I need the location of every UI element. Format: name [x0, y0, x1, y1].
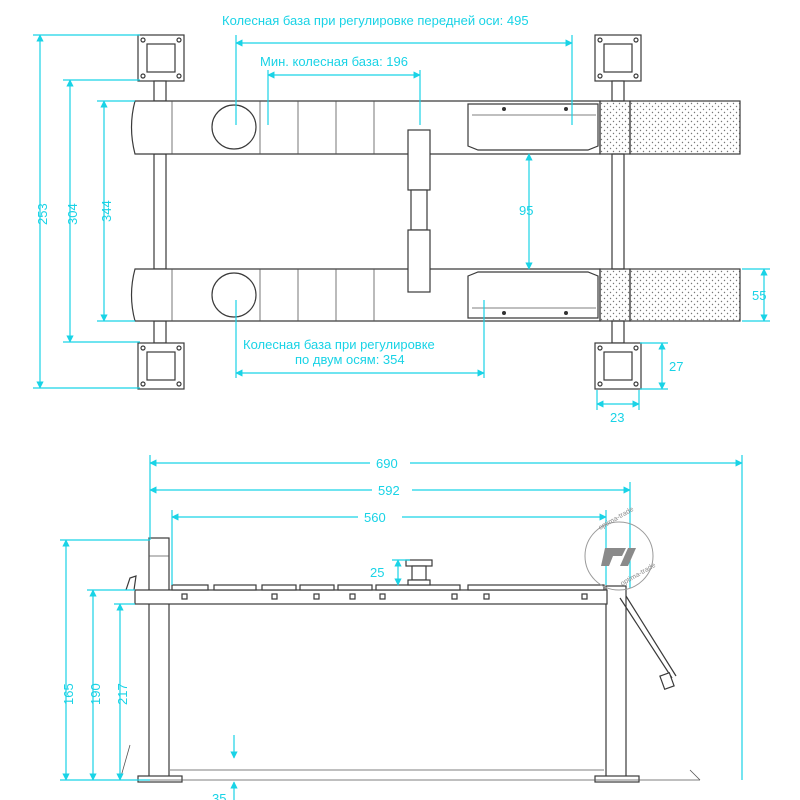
runway-bottom [130, 268, 741, 322]
dim-23 [596, 390, 640, 410]
dim-190-label: 190 [88, 683, 103, 705]
side-platform [125, 575, 608, 605]
dim-55-label: 55 [752, 288, 766, 303]
label-front-axis: Колесная база при регулировке передней о… [222, 13, 529, 28]
dim-front-axis-495 [235, 35, 573, 125]
side-post-left [148, 537, 170, 781]
jacking-beam [407, 129, 431, 293]
dim-304-label: 304 [65, 203, 80, 225]
dim-27-label: 27 [669, 359, 683, 374]
dim-592-label: 592 [378, 483, 400, 498]
dim-217 [114, 603, 135, 781]
dim-min-wheelbase-196 [267, 70, 421, 125]
dim-165 [60, 539, 150, 781]
side-post-right [605, 585, 627, 781]
dim-165-label: 165 [61, 683, 76, 705]
post-top-left [137, 34, 185, 102]
label-both-axes-line2: по двум осям: 354 [295, 352, 405, 367]
side-jack [405, 559, 433, 586]
side-ramp [619, 595, 677, 691]
dim-95-label: 95 [519, 203, 533, 218]
dim-253-label: 253 [35, 203, 50, 225]
dim-344 [97, 100, 135, 322]
dim-25-top [392, 559, 410, 586]
dim-560-label: 560 [364, 510, 386, 525]
dim-344-label: 344 [99, 200, 114, 222]
dim-25-top-label: 25 [370, 565, 384, 580]
dim-217-label: 217 [115, 683, 130, 705]
post-bottom-right [594, 320, 642, 390]
cross-beam-right [611, 153, 625, 270]
dim-27 [640, 342, 668, 390]
dim-690 [149, 455, 743, 780]
dim-both-axes-354 [235, 300, 485, 378]
label-both-axes-line1: Колесная база при регулировке [243, 337, 435, 352]
post-top-right [594, 34, 642, 102]
post-bottom-left [137, 320, 185, 390]
side-view: 690 592 560 25 165 190 [60, 454, 743, 800]
dim-690-label: 690 [376, 456, 398, 471]
dim-35-label: 35 [212, 791, 226, 800]
cross-beam-left [153, 153, 167, 270]
dim-304 [63, 79, 140, 343]
dim-23-label: 23 [610, 410, 624, 425]
dim-253 [33, 34, 140, 389]
runway-top [130, 100, 741, 155]
dim-55 [742, 268, 770, 322]
watermark-logo: optima-trade optima-trade [584, 506, 657, 591]
top-view: Колесная база при регулировке передней о… [33, 13, 770, 425]
label-min-wheelbase: Мин. колесная база: 196 [260, 54, 408, 69]
dim-190 [87, 589, 135, 781]
